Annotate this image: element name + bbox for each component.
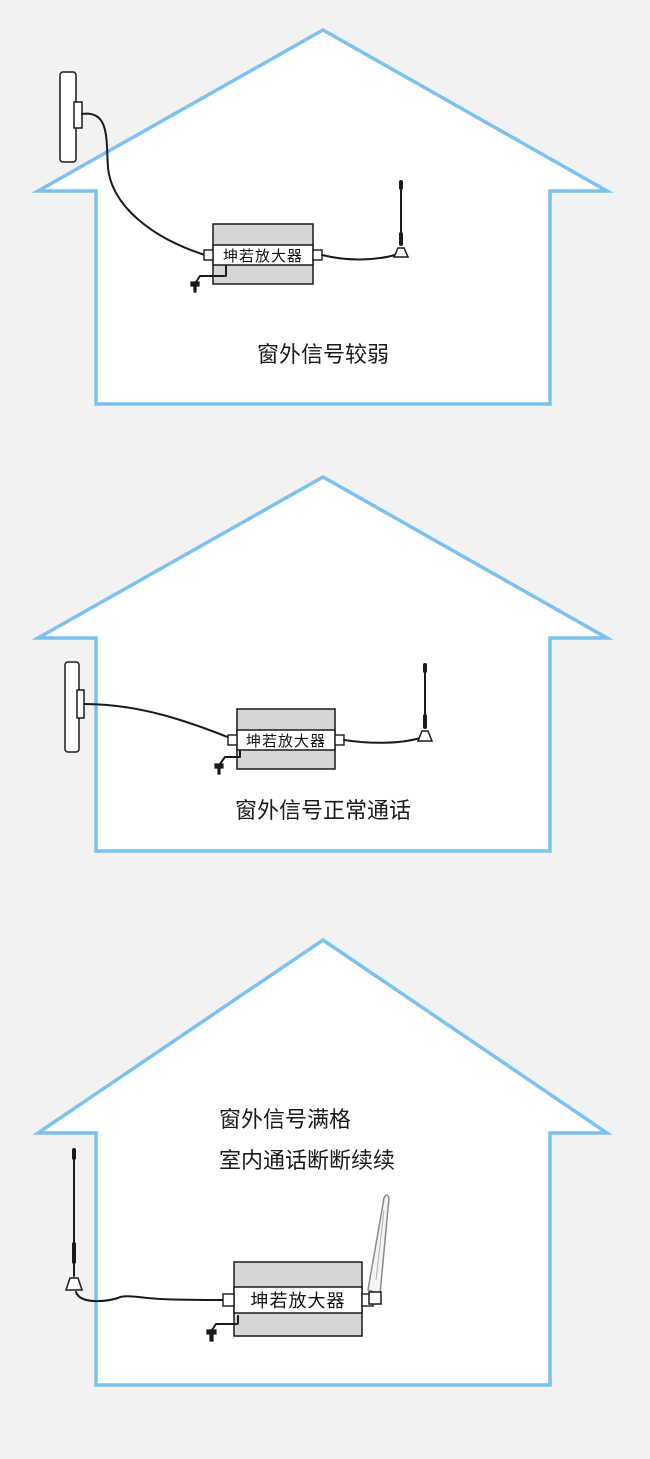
- outdoor-whip-antenna-icon: [64, 1148, 84, 1291]
- amplifier-device: 坤若放大器: [222, 1261, 374, 1337]
- house-outline: [31, 27, 614, 406]
- amplifier-device: 坤若放大器: [227, 708, 345, 770]
- indoor-cable: [343, 737, 421, 744]
- indoor-whip-antenna-icon: [392, 180, 410, 258]
- house-outline: [32, 937, 613, 1387]
- amplifier-label: 坤若放大器: [251, 1291, 346, 1312]
- scene-weak-signal: 坤若放大器 窗外信号较弱: [31, 27, 614, 406]
- indoor-cable: [321, 253, 399, 261]
- indoor-whip-antenna-icon: [416, 663, 434, 742]
- scene-full-signal: 窗外信号满格 室内通话断断续续 坤若放大器: [32, 937, 613, 1387]
- outdoor-panel-antenna-icon: [64, 661, 85, 753]
- outdoor-panel-antenna-icon: [59, 71, 83, 163]
- scene-normal-signal: 坤若放大器 窗外信号正常通话: [31, 474, 614, 853]
- caption-line: 窗外信号满格: [219, 1108, 351, 1133]
- amplifier-label: 坤若放大器: [223, 247, 303, 265]
- feeder-cable: [81, 112, 209, 257]
- caption-line: 窗外信号较弱: [257, 343, 389, 368]
- caption-line: 室内通话断断续续: [219, 1149, 395, 1174]
- house-outline: [31, 474, 614, 853]
- amplifier-device: 坤若放大器: [203, 223, 323, 285]
- amplifier-label: 坤若放大器: [246, 732, 326, 750]
- power-plug-icon: [214, 750, 241, 775]
- caption-line: 窗外信号正常通话: [235, 799, 411, 824]
- feeder-cable: [75, 1291, 225, 1303]
- power-plug-icon: [190, 265, 227, 293]
- power-plug-icon: [206, 1315, 239, 1342]
- feeder-cable: [83, 703, 231, 739]
- indoor-rubber-duck-antenna-icon: [367, 1194, 390, 1305]
